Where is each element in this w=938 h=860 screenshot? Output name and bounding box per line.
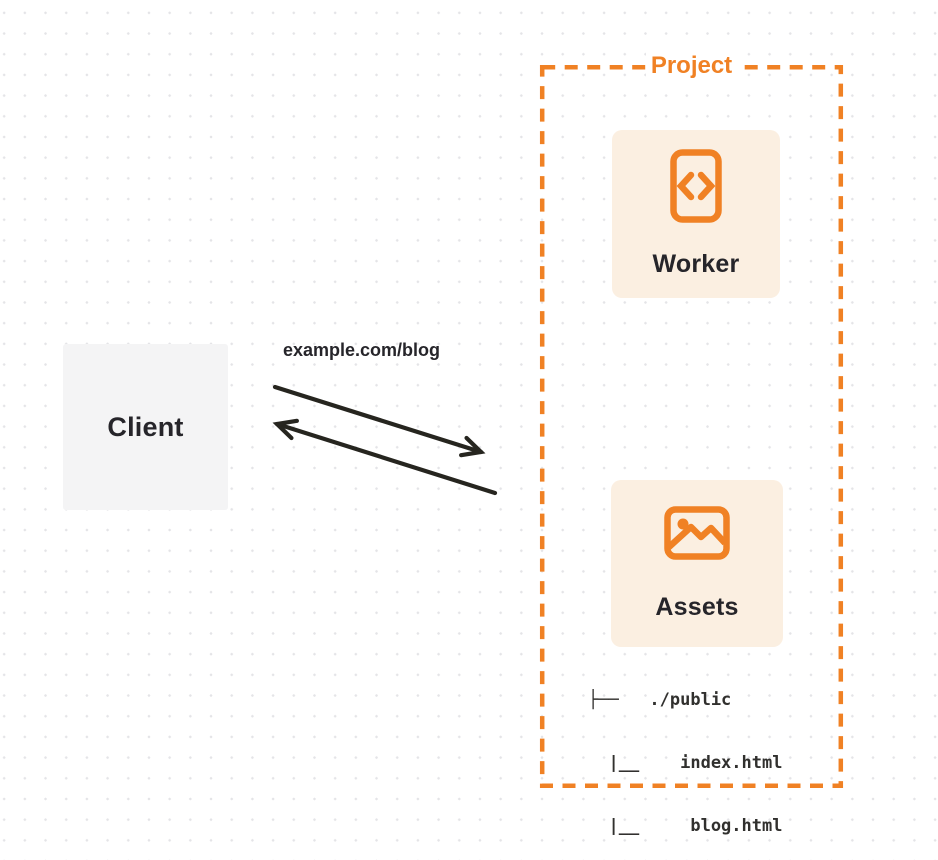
response-arrow [272,418,498,496]
assets-label: Assets [655,592,739,621]
assets-file-tree: ├── ./public |__ index.html |__ blog.htm… [588,648,782,860]
worker-label: Worker [652,250,740,278]
project-boundary: Project [540,51,843,81]
request-arrow [272,384,486,458]
code-file-icon [670,149,722,228]
client-node: Client [63,344,228,510]
project-label: Project [645,51,738,81]
tree-line-blog: |__ blog.html [588,816,783,836]
worker-node: Worker [612,130,780,298]
image-icon [664,505,730,565]
tree-line-index: |__ index.html [588,753,783,773]
tree-line-public: ├── ./public [588,690,732,710]
assets-node: Assets [611,480,783,647]
client-label: Client [107,411,184,442]
request-url-label: example.com/blog [283,340,441,360]
